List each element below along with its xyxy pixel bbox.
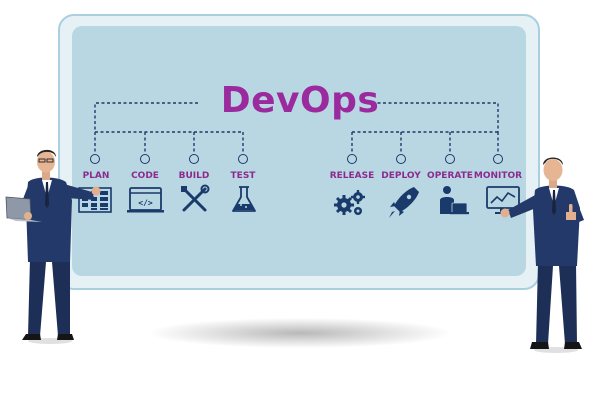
monitor-node-circle: [493, 154, 503, 164]
stage-label-build: BUILD: [178, 171, 210, 181]
devops-title: DevOps: [220, 80, 380, 121]
build-node-circle: [189, 154, 199, 164]
rocket-icon: [389, 187, 419, 218]
code-window-icon: </>: [127, 187, 164, 213]
stage-label-monitor: MONITOR: [473, 171, 523, 181]
stage-label-plan: PLAN: [82, 171, 110, 181]
stage-label-deploy: DEPLOY: [381, 171, 421, 181]
svg-text:</>: </>: [138, 199, 153, 208]
release-node-circle: [347, 154, 357, 164]
flask-icon: [232, 186, 256, 212]
tools-icon: [181, 184, 210, 212]
stage-label-release: RELEASE: [329, 171, 375, 181]
right-top-branch: [372, 102, 499, 132]
stage-label-code: CODE: [131, 171, 159, 181]
deploy-node-circle: [396, 154, 406, 164]
code-node-circle: [140, 154, 150, 164]
person-laptop-icon: [440, 186, 469, 215]
plan-node-circle: [90, 154, 100, 164]
operate-node-circle: [445, 154, 455, 164]
board-shadow: [150, 318, 450, 348]
businessman-left: [5, 149, 101, 344]
stage-label-test: TEST: [230, 171, 256, 181]
gears-icon: [334, 190, 365, 215]
businessman-right: [500, 157, 584, 353]
left-top-branch: [94, 102, 198, 132]
stage-label-operate: OPERATE: [427, 171, 473, 181]
test-node-circle: [238, 154, 248, 164]
